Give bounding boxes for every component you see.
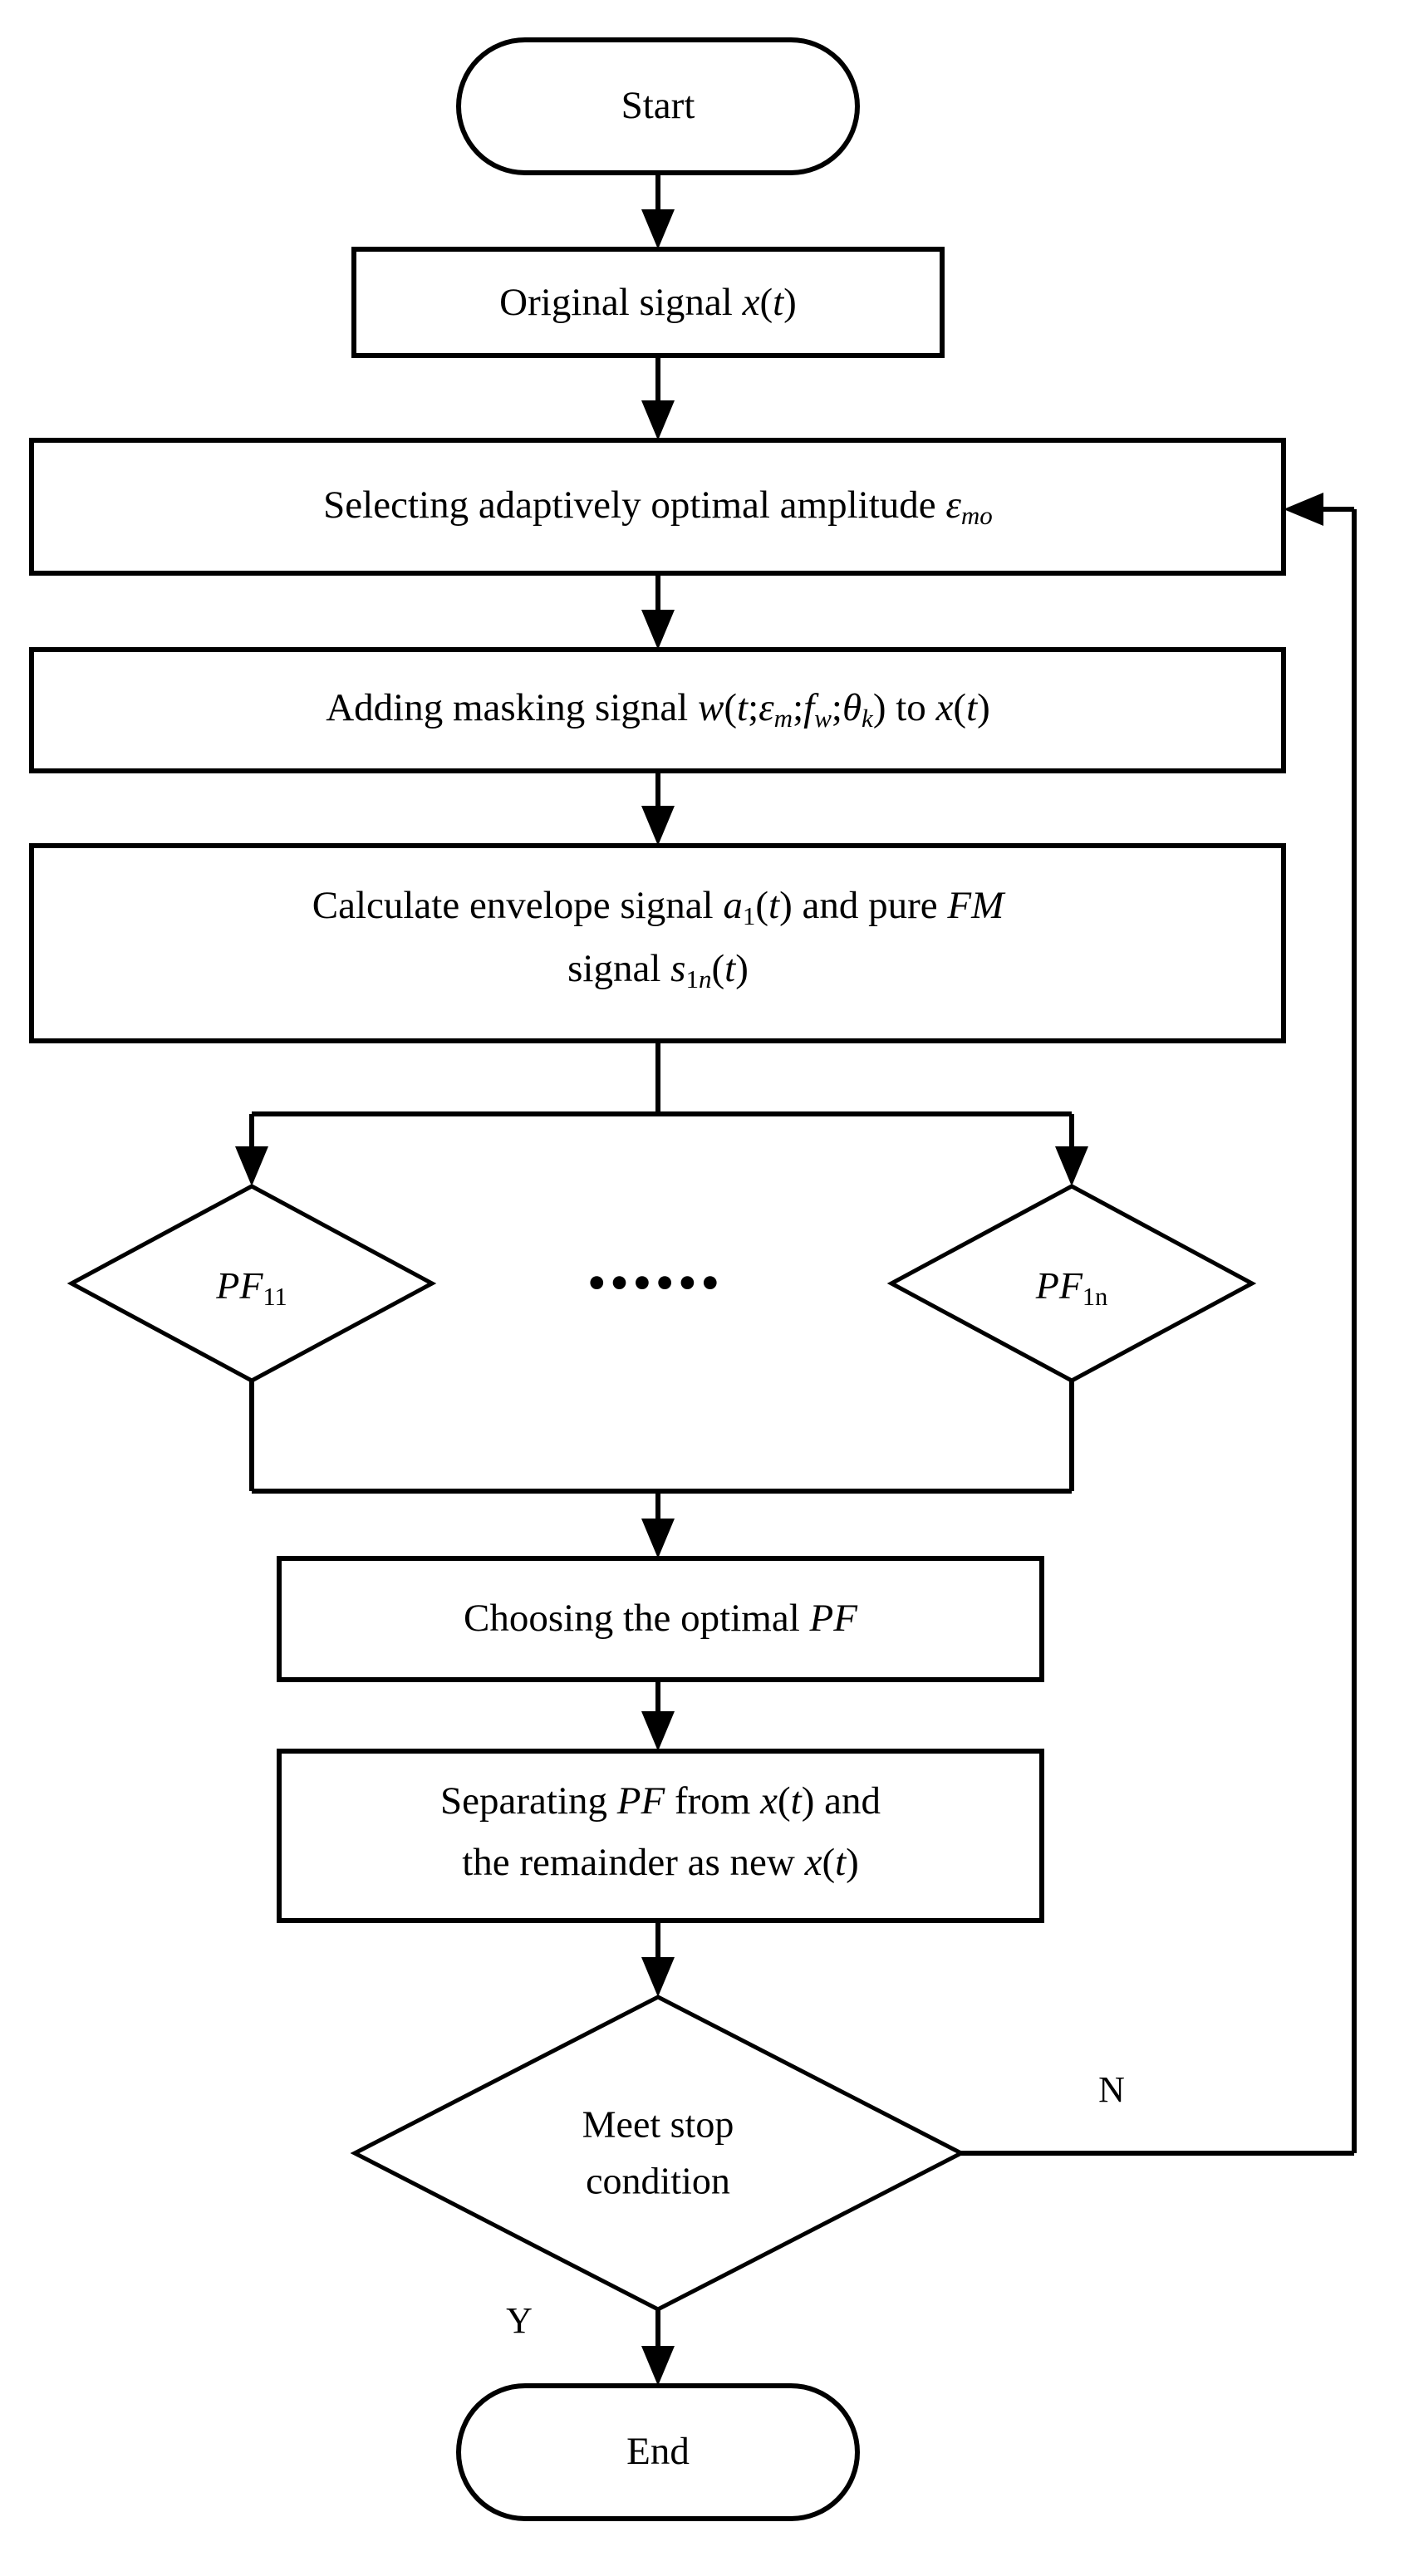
branch-label-yes: Y: [506, 2300, 533, 2341]
node-pf-1n-label: PF1n: [1035, 1264, 1108, 1311]
node-separating-pf-line2: the remainder as new x(t): [462, 1841, 859, 1884]
node-pf-1n[interactable]: PF1n: [886, 1184, 1257, 1383]
node-start-label: Start: [621, 84, 695, 127]
node-separating-pf-line1: Separating PF from x(t) and: [440, 1779, 881, 1823]
edge-original-to-select: [641, 356, 675, 440]
pf-ellipsis: ••••••: [588, 1255, 724, 1309]
edge-select-to-masking: [641, 573, 675, 650]
connectors: [235, 173, 1357, 2386]
edge-stop-no-feedback: [961, 493, 1357, 2156]
node-end[interactable]: End: [456, 2383, 860, 2521]
edge-envelope-fanout: [235, 1041, 1088, 1186]
node-select-amplitude[interactable]: Selecting adaptively optimal amplitude ε…: [29, 438, 1286, 576]
node-choosing-optimal-pf-label: Choosing the optimal PF: [464, 1597, 858, 1640]
nodes: Start Original signal x(t) Selecting ada…: [29, 37, 1286, 2521]
node-meet-stop-condition-line1: Meet stop: [582, 2103, 734, 2146]
edge-start-to-original: [641, 173, 675, 249]
edge-choose-to-separate: [641, 1680, 675, 1751]
edge-stop-yes-to-end: [641, 2309, 675, 2386]
node-add-masking-signal[interactable]: Adding masking signal w(t;εm;fw;θk) to x…: [29, 647, 1286, 773]
node-start[interactable]: Start: [456, 37, 860, 175]
node-end-label: End: [626, 2430, 690, 2473]
edge-separate-to-stop: [641, 1921, 675, 1997]
node-calculate-envelope-line1: Calculate envelope signal a1(t) and pure…: [312, 884, 1006, 930]
node-pf-11-label: PF11: [215, 1264, 287, 1311]
node-meet-stop-condition-line2: condition: [586, 2160, 730, 2202]
node-calculate-envelope-line2: signal s1n(t): [567, 947, 749, 994]
branch-labels: N Y: [506, 2069, 1125, 2341]
node-separating-pf[interactable]: Separating PF from x(t) and the remainde…: [277, 1749, 1044, 1923]
node-original-signal[interactable]: Original signal x(t): [351, 247, 945, 358]
node-calculate-envelope[interactable]: Calculate envelope signal a1(t) and pure…: [29, 843, 1286, 1043]
node-pf-11[interactable]: PF11: [66, 1184, 437, 1383]
node-original-signal-label: Original signal x(t): [499, 281, 797, 324]
node-meet-stop-condition[interactable]: Meet stop condition: [350, 1995, 966, 2312]
edge-pf-fanin: [249, 1377, 1074, 1558]
node-add-masking-signal-label: Adding masking signal w(t;εm;fw;θk) to x…: [326, 686, 990, 733]
branch-label-no: N: [1098, 2069, 1125, 2110]
node-choosing-optimal-pf[interactable]: Choosing the optimal PF: [277, 1556, 1044, 1682]
edge-masking-to-envelope: [641, 771, 675, 846]
node-select-amplitude-label: Selecting adaptively optimal amplitude ε…: [323, 483, 993, 530]
